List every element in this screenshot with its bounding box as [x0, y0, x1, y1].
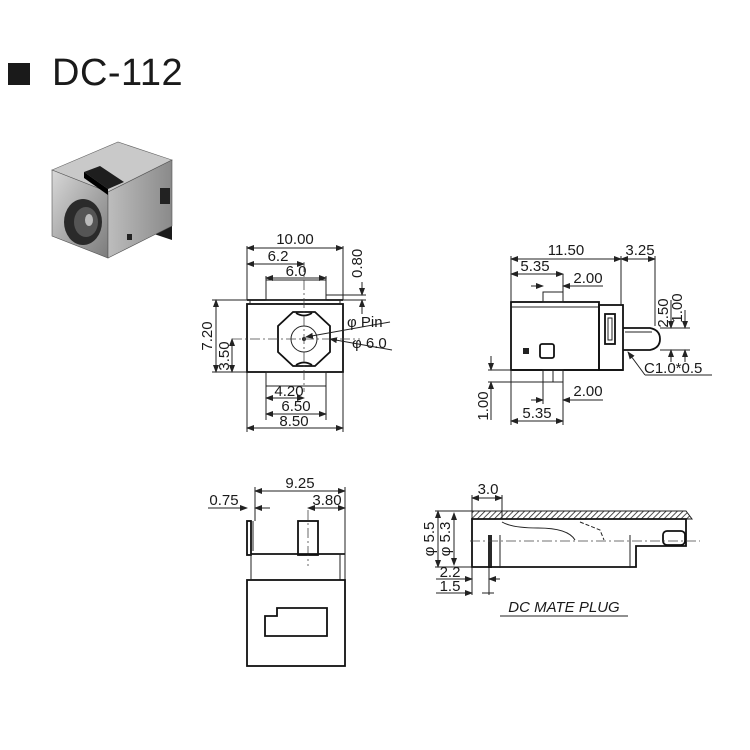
- black-square-icon: [8, 62, 30, 85]
- dim-1-5: 1.5: [440, 578, 461, 595]
- dim-7-20: 7.20: [199, 321, 216, 350]
- dim-11-50: 11.50: [548, 242, 584, 259]
- dim-phi-5-3: φ 5.3: [437, 522, 454, 557]
- dim-1-00-right: 1.00: [669, 293, 686, 322]
- mate-plug-caption: DC MATE PLUG: [508, 599, 620, 616]
- dim-3-80: 3.80: [312, 492, 341, 509]
- dim-2-2: 2.2: [440, 564, 461, 581]
- part-title: DC-112: [8, 52, 183, 95]
- dim-4-20: 4.20: [274, 383, 303, 400]
- dim-phi-5-5: φ 5.5: [421, 522, 438, 557]
- rear-view: 9.25 0.75 3.80: [208, 475, 346, 667]
- dim-phi-6-0: φ 6.0: [352, 335, 387, 352]
- dim-pin: φ Pin: [347, 314, 383, 331]
- dim-10-00: 10.00: [276, 231, 314, 248]
- dim-3-50: 3.50: [216, 341, 233, 370]
- front-view: 10.00 6.2 6.0 0.80 φ Pin φ 6.0 7.20 3.50…: [199, 231, 393, 432]
- dim-2-50: 2.50: [655, 298, 672, 327]
- dim-5-35-bottom: 5.35: [522, 405, 551, 422]
- dim-chamfer: C1.0*0.5: [644, 360, 702, 377]
- dim-0-80: 0.80: [349, 249, 366, 278]
- dim-1-00-left: 1.00: [475, 391, 492, 420]
- dim-6-0: 6.0: [286, 263, 307, 280]
- side-view: 11.50 3.25 5.35 2.00 2.50 1.00 C1.0*0.5 …: [475, 242, 712, 425]
- dim-2-00-top: 2.00: [573, 270, 602, 287]
- product-photo: [51, 141, 173, 259]
- dim-3-25: 3.25: [625, 242, 654, 259]
- dim-0-75: 0.75: [209, 492, 238, 509]
- dim-2-00-bottom: 2.00: [573, 383, 602, 400]
- dim-8-50: 8.50: [279, 413, 308, 430]
- dim-9-25: 9.25: [285, 475, 314, 492]
- part-number: DC-112: [52, 52, 184, 94]
- dim-3-0: 3.0: [478, 481, 499, 498]
- dim-5-35-top: 5.35: [520, 258, 549, 275]
- dim-6-50: 6.50: [281, 398, 310, 415]
- mate-plug-view: 3.0 φ 5.5 φ 5.3 2.2 1.5 DC MATE PLUG: [421, 481, 700, 617]
- dim-6-2: 6.2: [268, 248, 289, 265]
